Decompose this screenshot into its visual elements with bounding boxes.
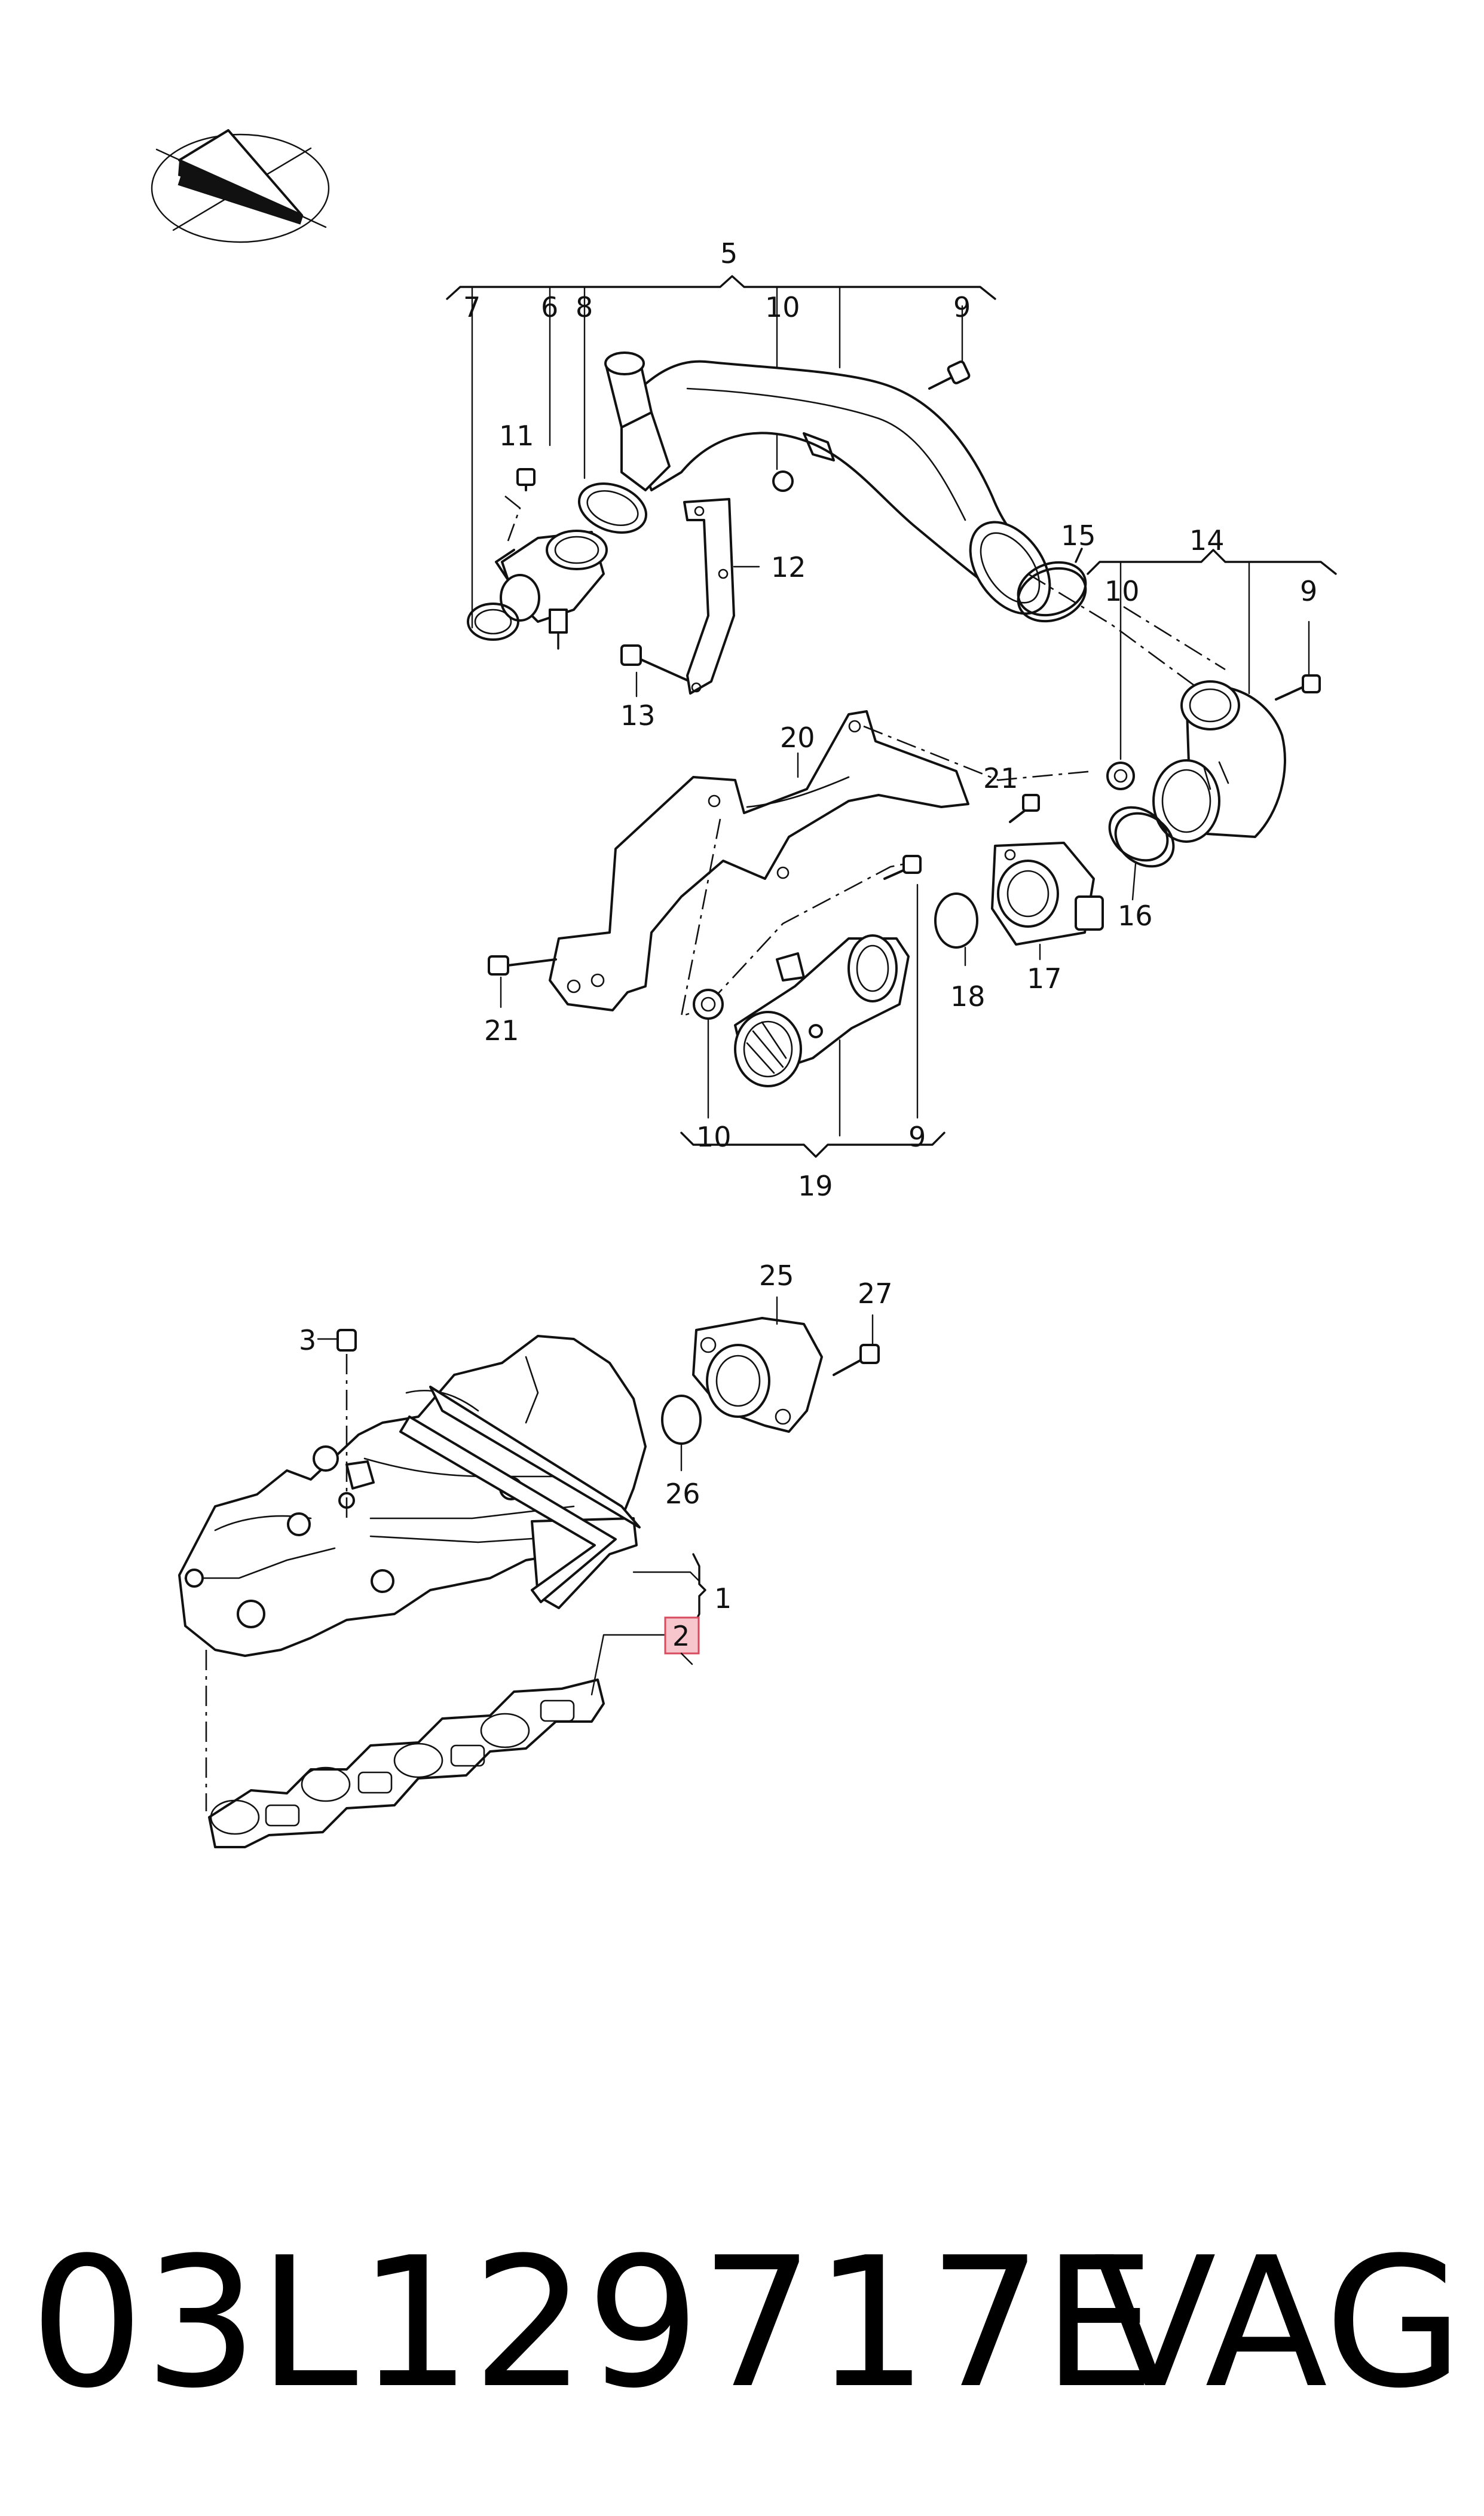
callout-10-bottom: 10 [696, 1121, 732, 1153]
callout-5: 5 [720, 237, 738, 270]
callout-3: 3 [299, 1324, 316, 1356]
flange-adapter [692, 1317, 823, 1433]
manifold-gasket [208, 1679, 605, 1848]
callout-9-right: 9 [1300, 575, 1317, 607]
bolt-icon [1009, 794, 1040, 823]
callout-25: 25 [759, 1259, 794, 1292]
nut-icon [693, 989, 724, 1020]
callout-20: 20 [780, 722, 815, 754]
intake-pipe [734, 934, 910, 1087]
callout-18: 18 [950, 980, 986, 1013]
callout-13: 13 [620, 699, 656, 732]
orientation-compass-icon [151, 129, 330, 243]
nut-icon [1106, 762, 1135, 790]
callout-10-top: 10 [765, 291, 800, 323]
callout-7: 7 [463, 291, 481, 323]
callout-21-right: 21 [983, 762, 1018, 794]
callout-14: 14 [1189, 524, 1225, 557]
air-mass-sensor [991, 842, 1104, 946]
callout-21-left: 21 [484, 1014, 519, 1047]
callout-11: 11 [499, 420, 534, 452]
bolt-icon [516, 468, 536, 491]
brand-caption: VAG [1094, 2219, 1463, 2428]
charge-pipe-assembly [446, 275, 1337, 1158]
bolt-icon [1275, 674, 1321, 701]
callout-12: 12 [771, 551, 806, 583]
callout-17: 17 [1027, 962, 1062, 995]
elbow-hose [1152, 680, 1286, 843]
bolt-icon [833, 1344, 880, 1376]
callout-labels: 5 7 6 8 10 9 11 12 13 15 14 10 9 20 21 1… [299, 237, 1317, 1652]
part-number-caption: 03L129717E [30, 2219, 1156, 2428]
callout-27: 27 [858, 1277, 893, 1310]
bolt-icon [883, 855, 922, 880]
callout-19: 19 [798, 1170, 833, 1202]
intake-manifold-assembly [178, 1296, 880, 1848]
callout-1: 1 [714, 1582, 732, 1615]
bolt-icon [620, 644, 689, 681]
callout-8: 8 [576, 291, 593, 323]
callout-2-highlighted: 2 [672, 1620, 690, 1652]
bolt-icon [928, 360, 971, 390]
callout-9-bottom: 9 [908, 1121, 926, 1153]
bolt-icon [317, 1329, 357, 1521]
valve-housing [495, 530, 608, 650]
callout-6: 6 [541, 291, 558, 323]
callout-15: 15 [1061, 519, 1096, 552]
callout-10-right: 10 [1104, 575, 1140, 607]
callout-16: 16 [1118, 900, 1153, 932]
bolt-icon [488, 955, 557, 976]
callout-9-top: 9 [953, 291, 971, 323]
callout-26: 26 [665, 1478, 700, 1510]
